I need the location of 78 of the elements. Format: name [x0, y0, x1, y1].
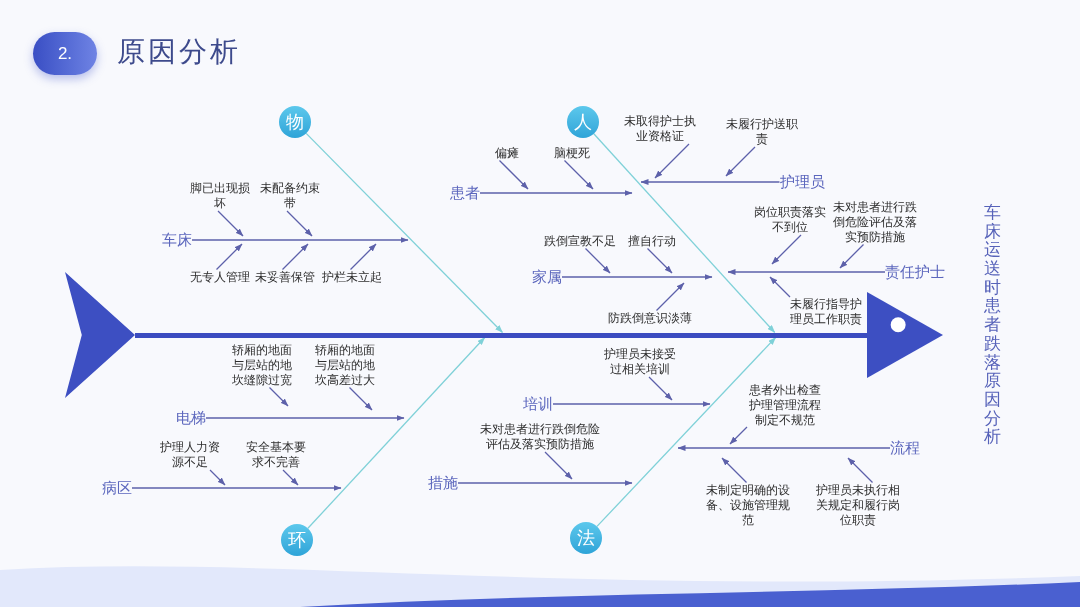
- arrow: [725, 146, 756, 177]
- arrow: [769, 276, 791, 298]
- cause-text: 护理员未接受过相关培训: [602, 347, 678, 377]
- branch-arrow: [131, 485, 342, 491]
- fish-tail: [65, 272, 135, 398]
- cause-text: 未妥善保管: [253, 269, 317, 285]
- number-badge: 2.: [33, 32, 97, 75]
- cause-text: 跌倒宣教不足: [542, 233, 618, 249]
- vertical-title: 车床运送时患者跌落原因分析: [984, 204, 1001, 447]
- cause-text: 未制定明确的设备、设施管理规范: [704, 482, 792, 528]
- arrow: [729, 426, 748, 445]
- arrow: [281, 243, 309, 271]
- cause-text: 无专人管理: [188, 269, 252, 285]
- cause-text: 擅自行动: [626, 233, 678, 249]
- branch-arrow: [552, 401, 711, 407]
- cause-text: 护理人力资源不足: [158, 440, 222, 470]
- arrow: [771, 234, 802, 265]
- arrow: [584, 247, 611, 274]
- arrow: [209, 469, 226, 486]
- bone-arrow: [307, 336, 486, 529]
- arrow: [839, 243, 865, 269]
- cause-text: 脚已出现损坏: [188, 181, 252, 211]
- category-label: 流程: [890, 439, 920, 457]
- spine-bar: [135, 332, 867, 338]
- bone-arrow: [593, 133, 776, 334]
- cause-text: 护栏未立起: [320, 269, 384, 285]
- bone-arrow: [596, 336, 777, 528]
- arrow: [721, 457, 748, 484]
- branch-arrow: [191, 237, 409, 243]
- arrow: [648, 376, 673, 401]
- cause-text: 患者外出检查护理管理流程制定不规范: [747, 382, 823, 428]
- cause-text: 护理员未执行相关规定和履行岗位职责: [814, 482, 902, 528]
- branch-arrow: [205, 415, 405, 421]
- arrow: [655, 282, 685, 312]
- branch-arrow: [561, 274, 713, 280]
- category-label: 家属: [532, 268, 562, 286]
- cause-text: 安全基本要求不完善: [244, 440, 308, 470]
- category-label: 责任护士: [885, 263, 945, 281]
- branch-arrow: [677, 445, 891, 451]
- arrow: [498, 159, 529, 190]
- branch-arrow: [479, 190, 633, 196]
- category-label: 病区: [102, 479, 132, 497]
- category-label: 电梯: [176, 409, 206, 427]
- branch-arrow: [640, 179, 781, 185]
- cause-text: 未配备约束带: [258, 181, 322, 211]
- cause-text: 未履行指导护理员工作职责: [788, 297, 864, 327]
- arrow: [282, 469, 299, 486]
- cause-text: 脑梗死: [552, 145, 592, 161]
- arrow: [268, 386, 289, 407]
- bone-arrow: [305, 132, 504, 334]
- arrow: [847, 457, 874, 484]
- cause-text: 轿厢的地面与层站的地坎高差过大: [313, 342, 377, 388]
- cause-text: 未取得护士执业资格证: [622, 114, 698, 144]
- category-label: 措施: [428, 474, 458, 492]
- category-label: 患者: [450, 184, 480, 202]
- cause-text: 轿厢的地面与层站的地坎缝隙过宽: [230, 342, 294, 388]
- cause-text: 防跌倒意识淡薄: [606, 310, 694, 326]
- arrow: [286, 210, 313, 237]
- arrow: [563, 159, 594, 190]
- cause-text: 未对患者进行跌倒危险评估及落实预防措施: [478, 422, 602, 452]
- category-label: 护理员: [779, 173, 825, 191]
- arrow: [215, 243, 243, 271]
- arrow: [544, 451, 573, 480]
- cause-text: 岗位职责落实不到位: [752, 205, 828, 235]
- category-label: 培训: [523, 395, 553, 413]
- cause-text: 偏瘫: [493, 145, 521, 161]
- branch-arrow: [727, 269, 886, 275]
- fish-head: [867, 292, 943, 378]
- arrow: [646, 247, 673, 274]
- category-label: 车床: [162, 231, 192, 249]
- cause-text: 未履行护送职责: [724, 117, 800, 147]
- arrow: [348, 386, 373, 411]
- branch-arrow: [457, 480, 633, 486]
- arrow: [217, 210, 244, 237]
- arrow: [654, 143, 690, 179]
- arrow: [349, 243, 377, 271]
- page-title: 原因分析: [117, 35, 241, 69]
- cause-text: 未对患者进行跌倒危险评估及落实预防措施: [831, 199, 919, 245]
